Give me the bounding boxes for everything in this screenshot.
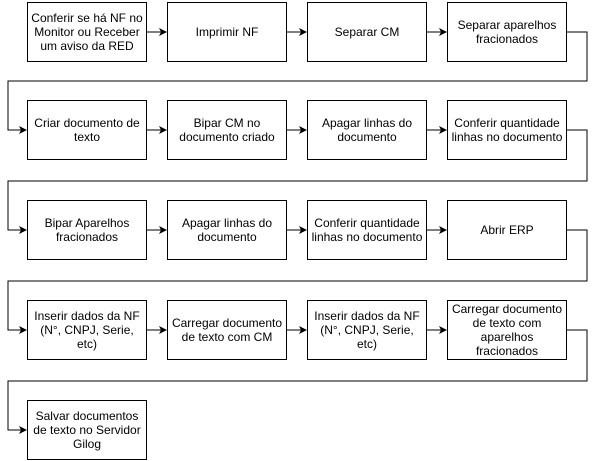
step-12-label: Abrir ERP — [480, 223, 534, 237]
step-17-box: Salvar documentos de texto no Servidor G… — [27, 400, 147, 460]
step-10-label: Apagar linhas do documento — [181, 216, 273, 244]
step-1-label: Conferir se há NF no Monitor ou Receber … — [31, 11, 143, 53]
step-6-box: Bipar CM no documento criado — [167, 100, 287, 160]
step-15-label: Inserir dados da NF (N°, CNPJ, Serie, et… — [314, 309, 420, 351]
step-6-label: Bipar CM no documento criado — [179, 116, 275, 144]
step-15-box: Inserir dados da NF (N°, CNPJ, Serie, et… — [307, 300, 427, 360]
step-3-box: Separar CM — [307, 2, 427, 62]
step-4-box: Separar aparelhos fracionados — [447, 2, 567, 62]
step-12-box: Abrir ERP — [447, 200, 567, 260]
step-3-label: Separar CM — [334, 25, 400, 39]
step-16-box: Carregar documento de texto com aparelho… — [447, 300, 567, 360]
step-7-label: Apagar linhas do documento — [321, 116, 413, 144]
step-11-box: Conferir quantidade linhas no documento — [307, 200, 427, 260]
step-10-box: Apagar linhas do documento — [167, 200, 287, 260]
arrow-wrap-3 — [7, 229, 588, 334]
step-9-box: Bipar Aparelhos fracionados — [27, 200, 147, 260]
step-17-label: Salvar documentos de texto no Servidor G… — [33, 409, 141, 451]
step-5-box: Criar documento de texto — [27, 100, 147, 160]
arrow-wrap-4 — [7, 329, 588, 434]
step-14-label: Carregar documento de texto com CM — [171, 316, 283, 344]
step-2-label: Imprimir NF — [195, 25, 259, 39]
step-11-label: Conferir quantidade linhas no documento — [311, 216, 423, 244]
step-4-label: Separar aparelhos fracionados — [457, 18, 557, 46]
step-14-box: Carregar documento de texto com CM — [167, 300, 287, 360]
step-8-box: Conferir quantidade linhas no documento — [447, 100, 567, 160]
step-16-label: Carregar documento de texto com aparelho… — [451, 302, 563, 358]
step-1-box: Conferir se há NF no Monitor ou Receber … — [27, 2, 147, 62]
arrow-wrap-1 — [7, 31, 588, 134]
step-5-label: Criar documento de texto — [34, 116, 140, 144]
step-8-label: Conferir quantidade linhas no documento — [451, 116, 563, 144]
step-9-label: Bipar Aparelhos fracionados — [44, 216, 130, 244]
step-2-box: Imprimir NF — [167, 2, 287, 62]
step-13-label: Inserir dados da NF (N°, CNPJ, Serie, et… — [34, 309, 140, 351]
arrow-wrap-2 — [7, 129, 588, 234]
step-13-box: Inserir dados da NF (N°, CNPJ, Serie, et… — [27, 300, 147, 360]
step-7-box: Apagar linhas do documento — [307, 100, 427, 160]
